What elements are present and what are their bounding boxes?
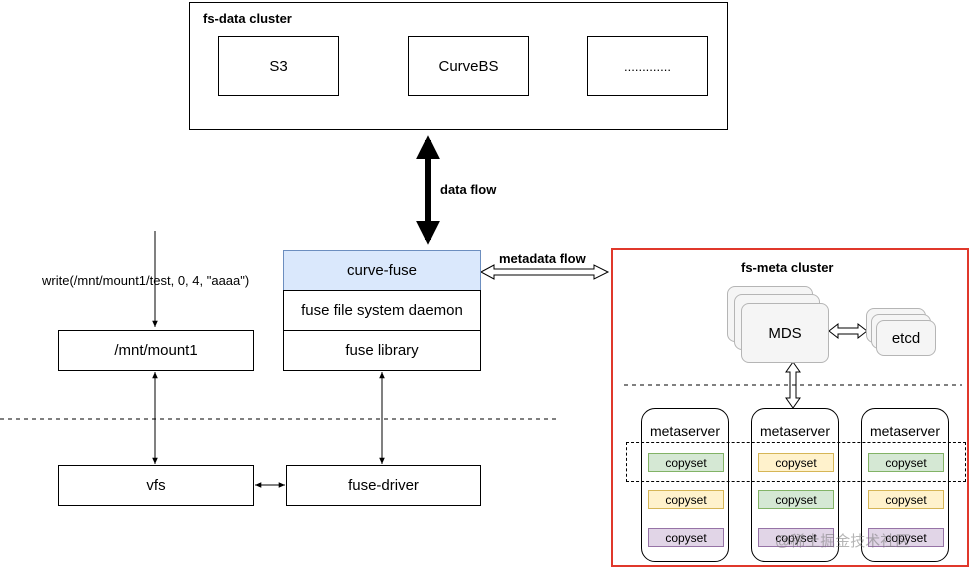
s3-box: S3 — [218, 36, 339, 96]
copyset-group-outline — [626, 442, 966, 482]
watermark-text: @稀土掘金技术社区 — [775, 533, 911, 550]
curve-fuse-box: curve-fuse — [283, 250, 481, 291]
metaserver-title: metaserver — [759, 423, 831, 439]
copyset: copyset — [648, 453, 724, 472]
metaserver-title: metaserver — [869, 423, 941, 439]
etcd-label: etcd — [891, 329, 921, 347]
fuse-library-box: fuse library — [283, 330, 481, 371]
metaserver-title: metaserver — [649, 423, 721, 439]
data-flow-label: data flow — [440, 182, 497, 197]
copyset: copyset — [648, 490, 724, 509]
fuse-driver-box: fuse-driver — [286, 465, 481, 506]
mds-node: MDS — [741, 303, 829, 363]
copyset: copyset — [758, 528, 834, 547]
copyset: copyset — [868, 490, 944, 509]
vfs-box: vfs — [58, 465, 254, 506]
fuse-daemon-box: fuse file system daemon — [283, 290, 481, 331]
copyset: copyset — [868, 528, 944, 547]
etcd-node: etcd — [876, 320, 936, 356]
fs-data-cluster-title: fs-data cluster — [203, 11, 292, 26]
fs-meta-cluster: fs-meta cluster — [611, 248, 969, 567]
copyset: copyset — [868, 453, 944, 472]
copyset: copyset — [758, 453, 834, 472]
curvebs-box: CurveBS — [408, 36, 529, 96]
write-call-label: write(/mnt/mount1/test, 0, 4, "aaaa") — [42, 273, 250, 288]
more-storage-box: ............. — [587, 36, 708, 96]
metadata-flow-label: metadata flow — [499, 251, 586, 266]
metadata-flow-arrow — [479, 264, 610, 280]
fs-meta-cluster-title: fs-meta cluster — [741, 260, 834, 275]
mds-label: MDS — [768, 324, 802, 342]
copyset: copyset — [758, 490, 834, 509]
copyset: copyset — [648, 528, 724, 547]
mount-box: /mnt/mount1 — [58, 330, 254, 371]
